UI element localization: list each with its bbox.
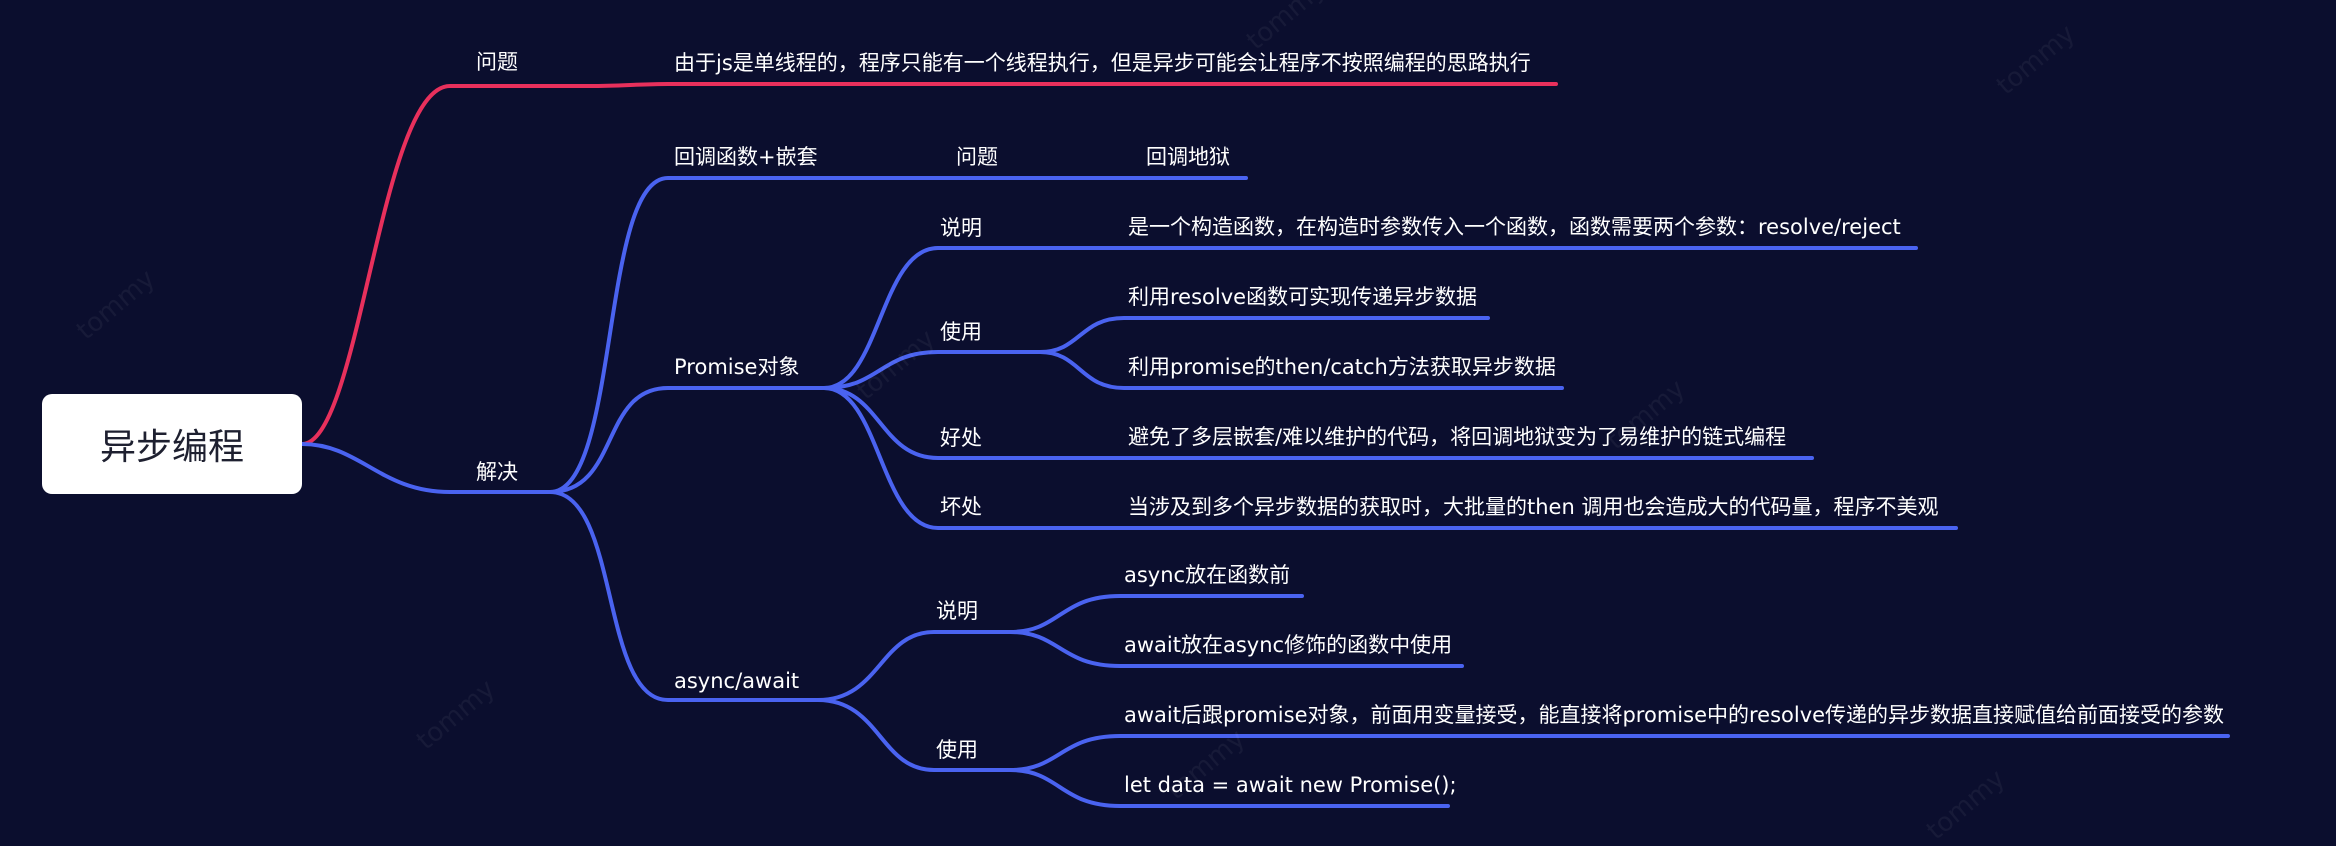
edge-async-shiyong — [816, 698, 1012, 772]
node-promise-huaichu-desc[interactable]: 当涉及到多个异步数据的获取时，大批量的then 调用也会造成大的代码量，程序不美… — [1128, 495, 1939, 519]
node-promise-haochu-desc[interactable]: 避免了多层嵌套/难以维护的代码，将回调地狱变为了易维护的链式编程 — [1128, 425, 1787, 449]
edge-jiejue-callback — [548, 176, 950, 494]
node-promise-shiyong[interactable]: 使用 — [940, 320, 982, 344]
edge-aa-shiyong-1 — [1008, 734, 2230, 772]
edge-root-wenti — [300, 84, 592, 446]
node-promise-huaichu[interactable]: 坏处 — [940, 495, 982, 519]
node-aa-shiyong-1[interactable]: await后跟promise对象，前面用变量接受，能直接将promise中的re… — [1124, 703, 2225, 727]
node-promise[interactable]: Promise对象 — [674, 355, 800, 379]
edge-jiejue-async — [548, 490, 820, 702]
node-callback-wenti[interactable]: 问题 — [956, 145, 998, 169]
node-promise-shuoming-desc[interactable]: 是一个构造函数，在构造时参数传入一个函数，函数需要两个参数：resolve/re… — [1128, 215, 1901, 239]
node-async-await[interactable]: async/await — [674, 669, 800, 693]
node-aa-shiyong-2[interactable]: let data = await new Promise(); — [1124, 773, 1457, 797]
edge-wenti-desc — [588, 82, 1558, 88]
node-callback[interactable]: 回调函数+嵌套 — [674, 145, 818, 169]
node-aa-shuoming-1[interactable]: async放在函数前 — [1124, 563, 1291, 587]
node-callback-hell[interactable]: 回调地狱 — [1146, 145, 1230, 169]
edge-aa-shuoming-2 — [1008, 630, 1464, 668]
edge-promise-shuoming — [822, 246, 1126, 390]
edge-promise-huaichu — [822, 386, 1126, 530]
edge-aa-shuoming-1 — [1008, 594, 1304, 634]
root-title: 异步编程 — [99, 427, 244, 468]
node-aa-shuoming[interactable]: 说明 — [936, 599, 978, 623]
edge-promise-shiyong — [822, 350, 1042, 390]
node-jiejue[interactable]: 解决 — [476, 460, 518, 484]
node-aa-shuoming-2[interactable]: await放在async修饰的函数中使用 — [1124, 633, 1453, 657]
node-promise-shiyong-2[interactable]: 利用promise的then/catch方法获取异步数据 — [1128, 355, 1556, 379]
node-promise-haochu[interactable]: 好处 — [940, 426, 982, 450]
node-promise-shuoming[interactable]: 说明 — [940, 216, 982, 240]
edge-aa-shiyong-2 — [1008, 768, 1450, 808]
edge-shiyong-1 — [1038, 316, 1490, 354]
edge-async-shuoming — [816, 630, 1012, 702]
edge-jiejue-promise — [548, 386, 826, 494]
edge-root-jiejue — [300, 442, 552, 494]
node-aa-shiyong[interactable]: 使用 — [936, 738, 978, 762]
edge-shiyong-2 — [1038, 350, 1564, 390]
edge-promise-haochu — [822, 386, 1126, 460]
node-wenti-desc[interactable]: 由于js是单线程的，程序只能有一个线程执行，但是异步可能会让程序不按照编程的思路… — [674, 51, 1531, 75]
root-node[interactable]: 异步编程 — [42, 394, 302, 494]
node-wenti[interactable]: 问题 — [476, 50, 518, 74]
node-promise-shiyong-1[interactable]: 利用resolve函数可实现传递异步数据 — [1128, 285, 1478, 309]
